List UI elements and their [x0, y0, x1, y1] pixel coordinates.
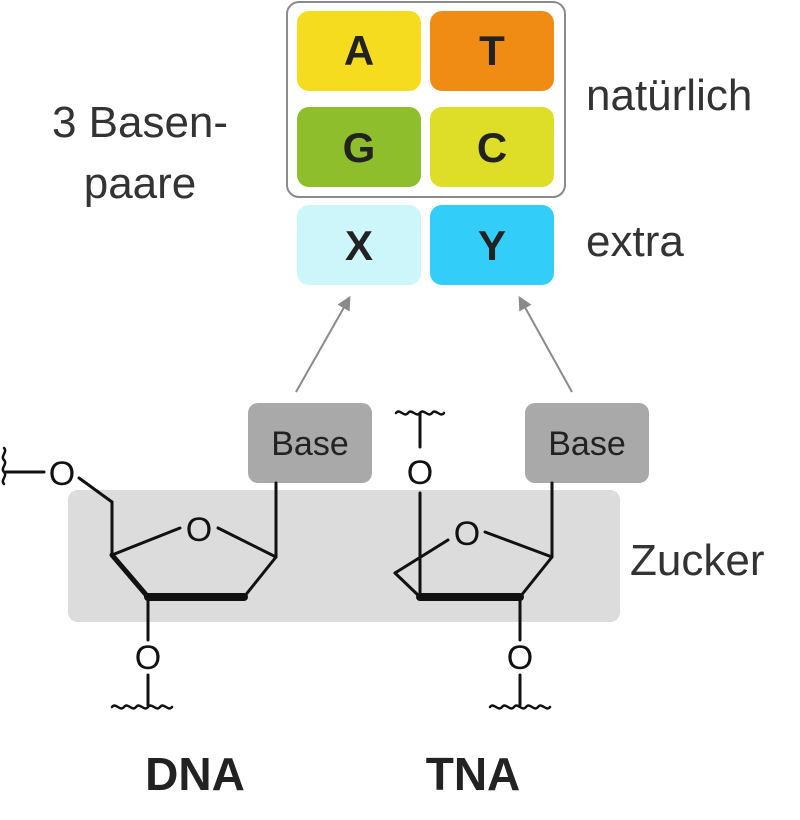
- tna-structure: [393, 410, 554, 710]
- base-tile-y-bg: [430, 205, 554, 285]
- base-tile-g-bg: [297, 107, 421, 187]
- tna-base-label: Base: [548, 425, 626, 463]
- base-tile-c-bg: [430, 107, 554, 187]
- tna-bond-c4-ch2: [393, 571, 422, 599]
- base-tile-a: A: [297, 11, 421, 91]
- tna-3-wavy-bond: [488, 704, 552, 710]
- dna-structure: [1, 446, 278, 710]
- dna-name-label: DNA: [145, 748, 245, 800]
- base-pairs-label-line1: 3 Basen-: [52, 98, 228, 147]
- dna-bond-o5-c5: [77, 476, 114, 504]
- base-tile-g: G: [297, 107, 421, 187]
- base-tile-y: Y: [430, 205, 554, 285]
- dna-oxygen-3: O: [135, 639, 161, 677]
- base-letter-c: C: [477, 124, 507, 171]
- dna-3-wavy-bond: [110, 704, 174, 710]
- tna-base-box: Base: [525, 403, 649, 483]
- base-letter-x: X: [345, 222, 373, 269]
- base-tile-a-bg: [297, 11, 421, 91]
- dna-base-box-bg: [248, 403, 372, 483]
- sugar-label: Zucker: [630, 536, 764, 585]
- dna-base-box: Base: [248, 403, 372, 483]
- tna-bond-c4-o4: [393, 538, 450, 575]
- base-tile-x: X: [297, 205, 421, 285]
- tna-oxygen-2: O: [407, 454, 433, 492]
- dna-base-label: Base: [271, 425, 349, 463]
- base-letter-t: T: [479, 27, 505, 74]
- tna-bond-c1-c2: [518, 555, 554, 599]
- tna-oxygen-3: O: [507, 639, 533, 677]
- base-tile-t-bg: [430, 11, 554, 91]
- natural-base-frame: [286, 1, 566, 198]
- natural-label: natürlich: [586, 71, 752, 120]
- base-letter-y: Y: [478, 222, 506, 269]
- arrow-tna-base-to-y: [518, 295, 573, 393]
- dna-bond-c1-c2: [242, 555, 278, 599]
- extra-label: extra: [586, 217, 684, 266]
- sugar-region: [68, 490, 620, 622]
- tna-bond-o4-c1: [483, 530, 554, 559]
- tna-ring-oxygen: O: [454, 515, 480, 553]
- base-pairs-label-line2: paare: [84, 159, 197, 208]
- base-tile-x-bg: [297, 205, 421, 285]
- dna-5-wavy-bond: [1, 446, 7, 486]
- base-letter-a: A: [344, 27, 374, 74]
- base-tile-c: C: [430, 107, 554, 187]
- base-tile-t: T: [430, 11, 554, 91]
- dna-ring-oxygen: O: [186, 511, 212, 549]
- dna-bond-c4-o4: [110, 526, 182, 557]
- dna-bond-c3-c4: [109, 552, 151, 600]
- dna-bond-o4-c1: [216, 526, 278, 559]
- tna-base-box-bg: [525, 403, 649, 483]
- arrow-dna-base-to-x: [295, 295, 351, 393]
- base-letter-g: G: [343, 124, 376, 171]
- tna-name-label: TNA: [426, 748, 521, 800]
- dna-oxygen-5: O: [49, 455, 75, 493]
